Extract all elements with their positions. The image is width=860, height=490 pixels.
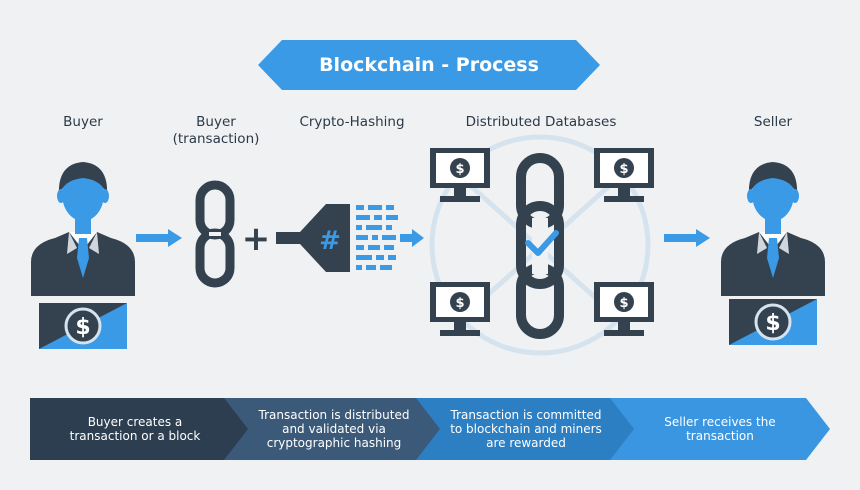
step-2-text: Transaction is distributed and validated… xyxy=(258,408,410,450)
buyer-icon: $ xyxy=(31,162,135,351)
hash-symbol: # xyxy=(319,226,341,256)
label-seller: Seller xyxy=(753,114,793,130)
buyer-dollar-sign: $ xyxy=(75,315,90,340)
seller-icon: $ xyxy=(721,162,825,347)
monitor-icon: $ xyxy=(594,282,654,336)
monitor-icon: $ xyxy=(430,282,490,336)
step-3-text: Transaction is committed to blockchain a… xyxy=(450,408,602,450)
checkmark-icon xyxy=(525,230,559,256)
arrow-icon xyxy=(400,229,424,247)
steps-background xyxy=(30,398,830,460)
process-steps: Buyer creates a transaction or a block T… xyxy=(30,398,830,460)
hashed-data-icon xyxy=(356,205,398,270)
label-distributed-databases: Distributed Databases xyxy=(465,114,617,130)
page-title: Blockchain - Process xyxy=(319,54,539,76)
arrow-icon xyxy=(664,229,710,247)
title-banner-shape xyxy=(258,40,600,90)
monitor-icon: $ xyxy=(594,148,654,202)
monitor-icon: $ xyxy=(430,148,490,202)
chain-link-icon xyxy=(200,185,230,283)
monitor-dollar-sign: $ xyxy=(619,296,628,311)
monitor-dollar-sign: $ xyxy=(455,296,464,311)
arrow-icon xyxy=(136,229,182,247)
title-banner: Blockchain - Process xyxy=(258,40,600,90)
hashing-funnel-icon: # xyxy=(276,204,350,272)
seller-dollar-sign: $ xyxy=(765,311,780,336)
plus-icon: + xyxy=(242,219,271,259)
label-buyer: Buyer xyxy=(63,114,103,130)
label-crypto-hashing: Crypto-Hashing xyxy=(299,114,405,130)
monitor-dollar-sign: $ xyxy=(619,162,628,177)
monitor-dollar-sign: $ xyxy=(455,162,464,177)
step-1-text: Buyer creates a transaction or a block xyxy=(69,415,201,443)
label-buyer-transaction: Buyer (transaction) xyxy=(172,114,260,147)
step-4-text: Seller receives the transaction xyxy=(664,415,776,443)
blockchain-icon xyxy=(516,153,564,339)
